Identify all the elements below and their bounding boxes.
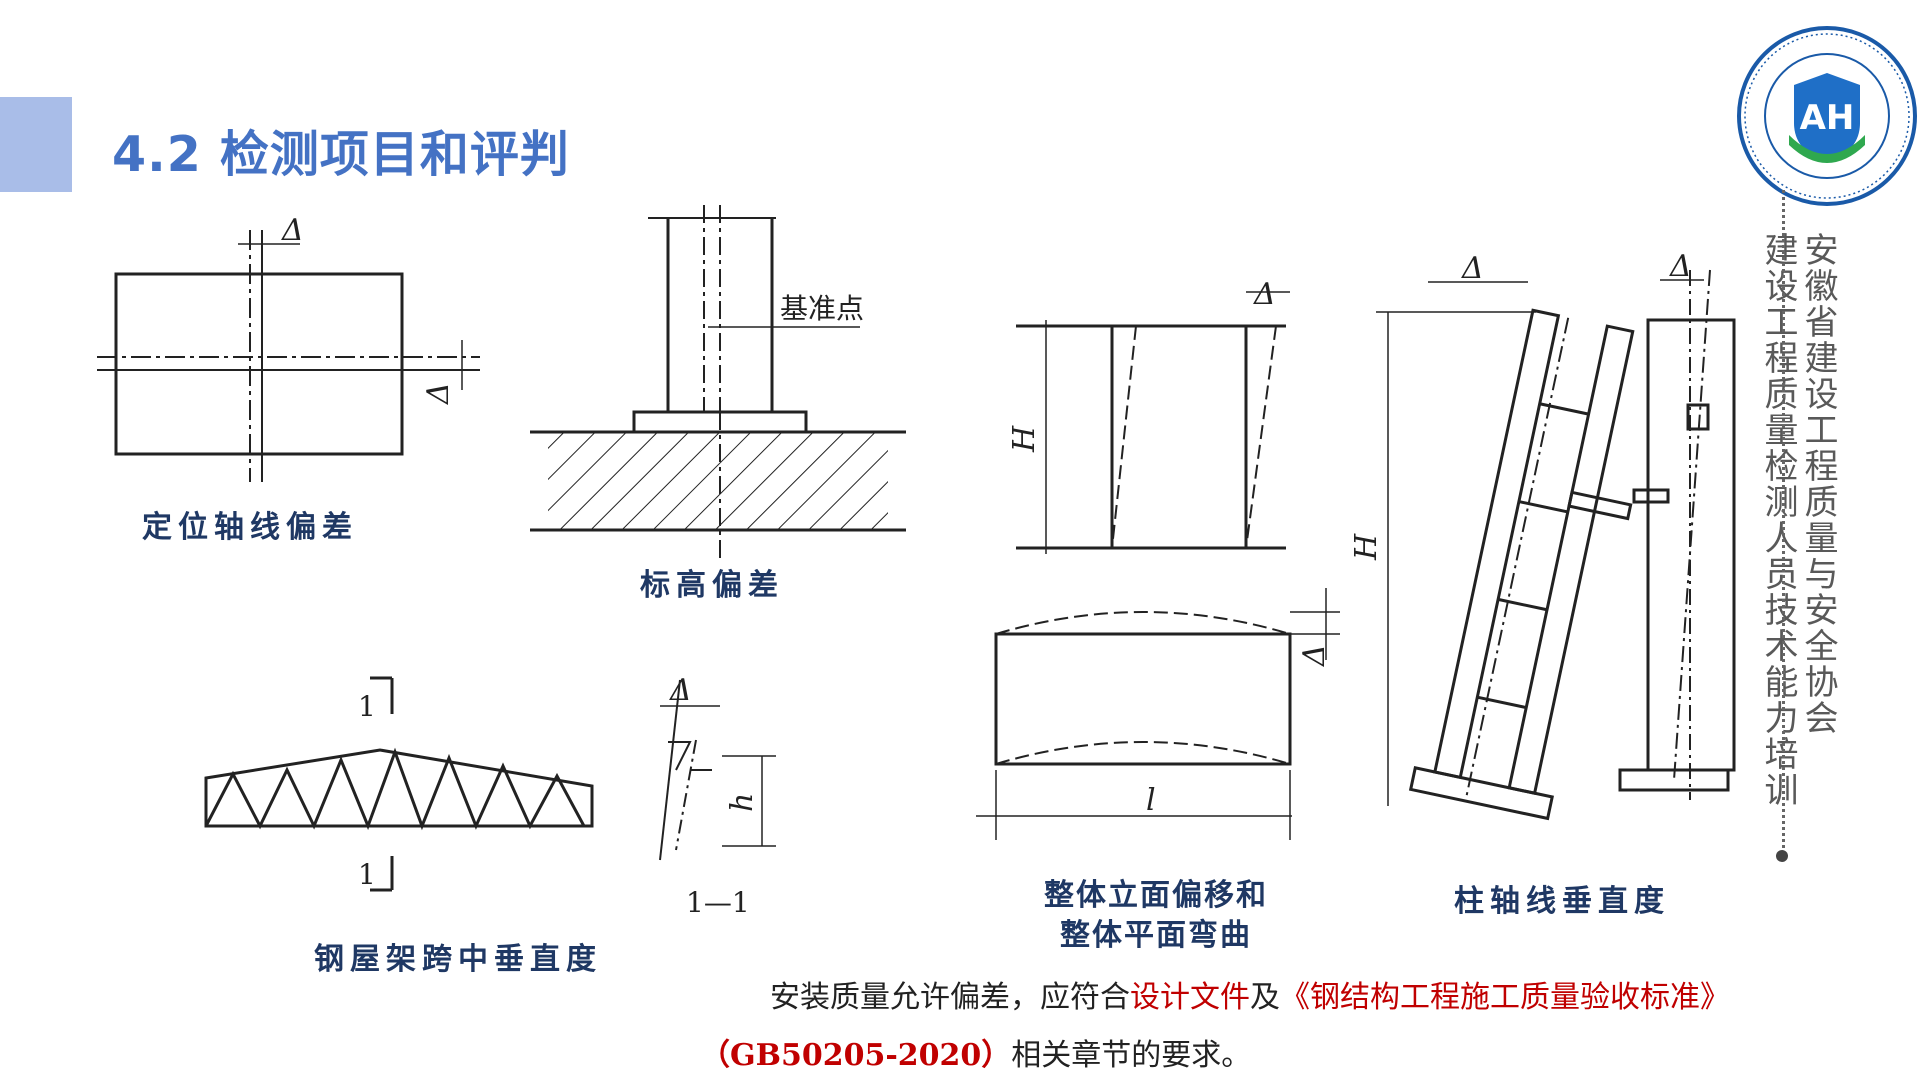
facade-offset-diagram: [976, 291, 1340, 840]
slide-title: 4.2 检测项目和评判: [112, 126, 570, 183]
datum-point-label: 基准点: [780, 292, 864, 325]
delta-label-bending: Δ: [1297, 644, 1332, 667]
requirement-line-1: 安装质量允许偏差，应符合设计文件及《钢结构工程施工质量验收标准》: [770, 972, 1730, 1016]
height-label-column: H: [1349, 533, 1384, 561]
caption-facade-offset: 整体立面偏移和 整体平面弯曲: [1036, 876, 1276, 956]
requirement-text-1: 安装质量允许偏差，应符合: [770, 980, 1130, 1015]
logo-letters: AH: [1800, 98, 1855, 138]
side-divider-end: [1776, 850, 1788, 862]
delta-label-facade: Δ: [1253, 277, 1276, 312]
axis-deviation-diagram: [97, 230, 480, 482]
side-divider: [1782, 190, 1785, 855]
standard-code-text: （GB50205-2020）: [700, 1038, 1012, 1073]
caption-facade-line1: 整体立面偏移和: [1044, 878, 1268, 913]
design-document-text: 设计文件: [1130, 980, 1250, 1015]
standard-title-text: 《钢结构工程施工质量验收标准》: [1280, 980, 1730, 1015]
association-logo: AH: [1734, 23, 1920, 209]
delta-label-truss: Δ: [669, 673, 692, 708]
section-mark-top: 1: [358, 690, 376, 723]
requirement-text-end: 相关章节的要求。: [1011, 1038, 1252, 1073]
caption-column-verticality: 柱轴线垂直度: [1454, 884, 1670, 919]
section-label: 1—1: [686, 886, 750, 919]
title-accent-block: [0, 97, 72, 192]
delta-label-column: Δ: [1461, 251, 1484, 286]
caption-facade-line2: 整体平面弯曲: [1060, 918, 1252, 953]
side-title-association: 安徽省建设工程质量与安全协会: [1798, 232, 1838, 736]
caption-truss-verticality: 钢屋架跨中垂直度: [314, 942, 602, 977]
delta-label-column-straight: Δ: [1669, 249, 1692, 284]
length-label: l: [1146, 783, 1156, 818]
delta-label-axis-x: Δ: [281, 213, 304, 248]
requirement-text-and: 及: [1250, 980, 1280, 1015]
truss-diagram: [204, 676, 776, 892]
column-verticality-diagram: [1376, 269, 1736, 821]
delta-label-axis-y: Δ: [421, 382, 456, 405]
requirement-line-2: （GB50205-2020）相关章节的要求。: [700, 1030, 1251, 1074]
caption-axis-deviation: 定位轴线偏差: [142, 510, 358, 545]
side-title-training: 建设工程质量检测人员技术能力培训: [1758, 232, 1798, 808]
height-label-truss: h: [725, 793, 760, 812]
section-mark-bottom: 1: [358, 858, 376, 891]
height-label-facade: H: [1007, 425, 1042, 453]
elevation-deviation-diagram: [530, 205, 906, 560]
caption-elevation-deviation: 标高偏差: [640, 568, 784, 603]
